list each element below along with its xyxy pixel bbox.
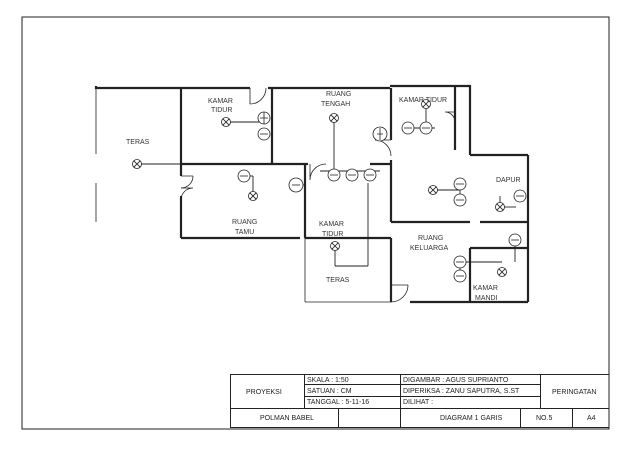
label-ruang-tengah-a: RUANG [326, 91, 351, 98]
label-kamar-tidur-3-a: KAMAR [319, 221, 344, 228]
switch-icon [419, 121, 433, 135]
label-teras-bottom: TERAS [326, 277, 350, 284]
switch-icon [345, 168, 359, 182]
sheet-border [21, 16, 610, 430]
satuan-field: SATUAN : CM [307, 388, 352, 395]
skala-field: SKALA : 1:50 [307, 377, 349, 384]
lamp-icon [428, 185, 438, 195]
switch-icon [257, 111, 271, 125]
label-ruang-keluarga-b: KELUARGA [410, 245, 448, 252]
switch-icon [453, 193, 467, 207]
lamp-icon [421, 99, 431, 109]
label-kamar-tidur-1-a: KAMAR [208, 98, 233, 105]
digambar-field: DIGAMBAR : AGUS SUPRIANTO [403, 377, 509, 384]
label-kamar-mandi-b: MANDI [475, 295, 498, 302]
title-block: PROYEKSI SKALA : 1:50 SATUAN : CM TANGGA… [230, 374, 609, 428]
diperiksa-field: DIPERIKSA : ZANU SAPUTRA, S.ST [403, 388, 520, 395]
label-dapur: DAPUR [496, 177, 521, 184]
label-teras-left: TERAS [126, 139, 150, 146]
switch-icon [257, 127, 271, 141]
switch-icon [508, 233, 522, 247]
label-ruang-tamu-a: RUANG [232, 219, 257, 226]
lamp-icon [497, 267, 507, 277]
switch-icon [372, 126, 388, 142]
paper-size: A4 [587, 415, 596, 422]
label-kamar-mandi-a: KAMAR [473, 285, 498, 292]
institution-label: POLMAN BABEL [260, 415, 315, 422]
lamp-icon [132, 159, 142, 169]
label-ruang-tamu-b: TAMU [235, 229, 254, 236]
switch-icon [453, 269, 467, 283]
switch-icon [453, 255, 467, 269]
wiring [137, 104, 516, 280]
label-kamar-tidur-3-b: TIDUR [322, 231, 343, 238]
room-labels: TERAS KAMAR TIDUR RUANG TENGAH KAMAR TID… [126, 91, 521, 302]
tanggal-field: TANGGAL : 5-11-16 [307, 399, 370, 406]
drawing-number: NO.5 [536, 415, 553, 422]
peringatan-label: PERINGATAN [552, 389, 597, 396]
lamp-icon [329, 113, 339, 123]
lamp-icon [248, 191, 258, 201]
dilihat-field: DILIHAT : [403, 399, 434, 406]
switch-icon [288, 177, 304, 193]
lamp-symbols [132, 99, 507, 277]
switch-icon [327, 168, 341, 182]
switch-icon [363, 168, 377, 182]
drawing-title: DIAGRAM 1 GARIS [440, 415, 503, 422]
label-kamar-tidur-2: KAMAR TIDUR [399, 97, 447, 104]
label-ruang-tengah-b: TENGAH [321, 101, 350, 108]
lamp-icon [495, 202, 505, 212]
switch-icon [401, 121, 415, 135]
switch-icon [513, 189, 527, 203]
lamp-icon [330, 241, 340, 251]
walls [94, 84, 530, 304]
switch-symbols [237, 111, 527, 283]
label-ruang-keluarga-a: RUANG [418, 235, 443, 242]
proyeksi-label: PROYEKSI [246, 389, 282, 396]
switch-icon [453, 177, 467, 191]
label-kamar-tidur-1-b: TIDUR [211, 107, 232, 114]
switch-icon [237, 169, 251, 183]
lamp-icon [221, 117, 231, 127]
